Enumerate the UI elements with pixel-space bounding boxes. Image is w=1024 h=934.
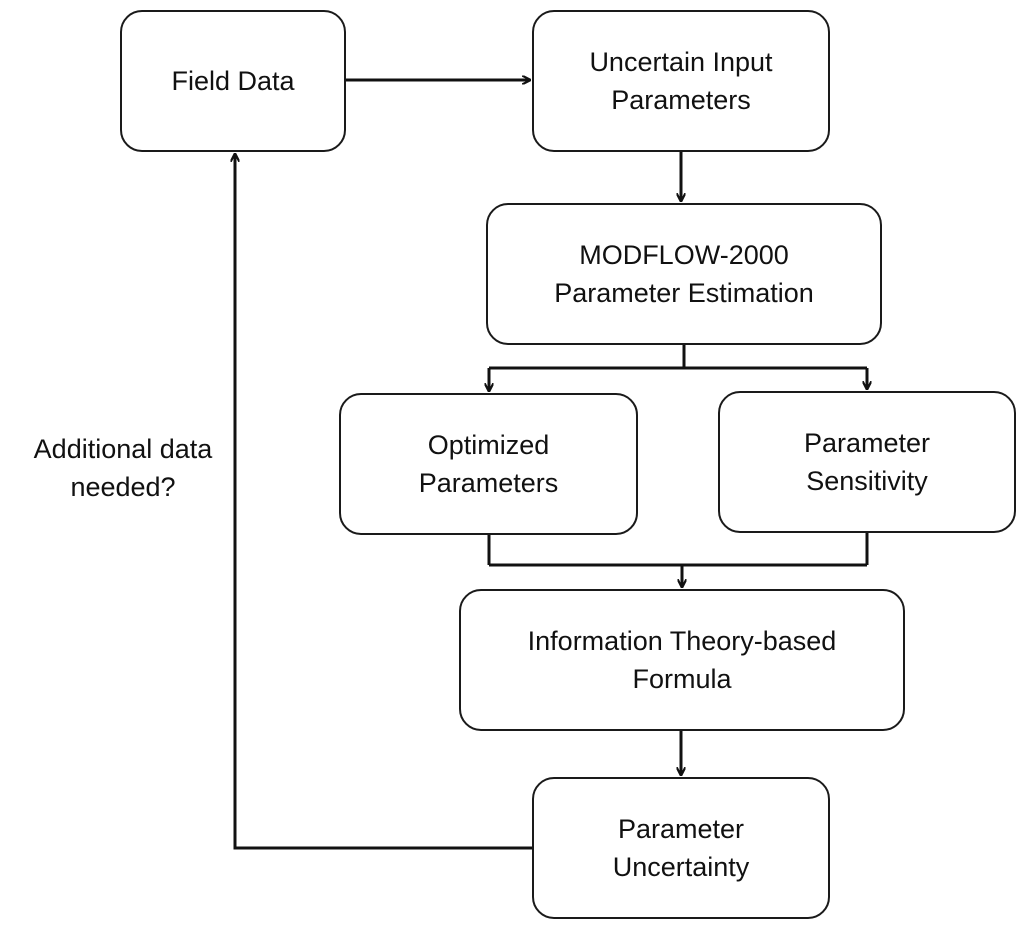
field-data-node: Field Data xyxy=(120,10,346,152)
modflow-parameter-estimation-node: MODFLOW-2000 Parameter Estimation xyxy=(486,203,882,345)
optimized-parameters-node: Optimized Parameters xyxy=(339,393,638,535)
uncertain-input-parameters-label: Uncertain Input Parameters xyxy=(589,47,773,115)
parameter-uncertainty-label: Parameter Uncertainty xyxy=(612,814,750,882)
uncertain-input-parameters-node: Uncertain Input Parameters xyxy=(532,10,830,152)
modflow-parameter-estimation-label: MODFLOW-2000 Parameter Estimation xyxy=(554,240,814,308)
field-data-label: Field Data xyxy=(171,66,295,96)
optimized-parameters-label: Optimized Parameters xyxy=(418,430,559,498)
information-theory-formula-label: Information Theory-based Formula xyxy=(527,626,837,694)
information-theory-formula-node: Information Theory-based Formula xyxy=(459,589,905,731)
parameter-uncertainty-node: Parameter Uncertainty xyxy=(532,777,830,919)
feedback-label: Additional data needed? xyxy=(33,434,213,502)
parameter-sensitivity-node: Parameter Sensitivity xyxy=(718,391,1016,533)
parameter-sensitivity-label: Parameter Sensitivity xyxy=(803,428,931,496)
feedback-loop xyxy=(235,154,532,850)
